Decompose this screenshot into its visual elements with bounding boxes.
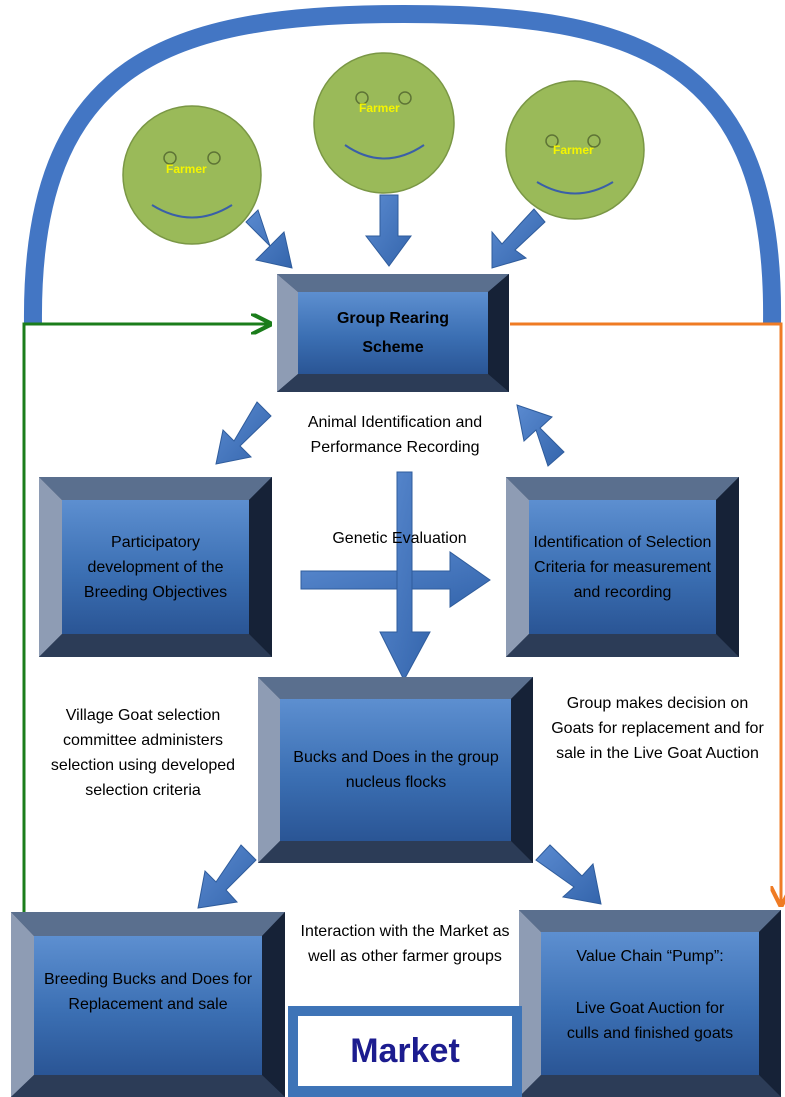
group-rearing-label: Group Rearing Scheme bbox=[336, 310, 449, 356]
enclosing-arc bbox=[23, 4, 782, 325]
box-identification bbox=[506, 477, 739, 657]
value-chain-body: Live Goat Auction for culls and finished… bbox=[566, 1000, 734, 1042]
box-group-rearing bbox=[277, 274, 509, 392]
arrow-down-vertical-icon bbox=[379, 471, 431, 682]
box-participatory bbox=[39, 477, 272, 657]
animal-identification-label: Animal Identification and Performance Re… bbox=[307, 414, 483, 456]
interaction-label: Interaction with the Market as well as o… bbox=[300, 923, 510, 965]
green-feedback-line bbox=[22, 324, 270, 912]
farmer-label-right: Farmer bbox=[553, 143, 594, 157]
farmer-face-middle-icon bbox=[313, 52, 455, 194]
box-value-chain bbox=[519, 910, 781, 1097]
farmer-label-left: Farmer bbox=[166, 162, 207, 176]
value-chain-title: Value Chain “Pump”: bbox=[576, 948, 724, 965]
breeding-bucks-label: Breeding Bucks and Does for Replacement … bbox=[43, 971, 253, 1013]
farmer-label-middle: Farmer bbox=[359, 101, 400, 115]
genetic-evaluation-label: Genetic Evaluation bbox=[332, 530, 467, 547]
nucleus-label: Bucks and Does in the group nucleus floc… bbox=[293, 749, 499, 791]
arrow-farmer-right-icon bbox=[491, 208, 546, 269]
arrow-farmer-left-icon bbox=[245, 209, 293, 269]
farmer-face-right-icon bbox=[505, 80, 645, 220]
identification-label: Identification of Selection Criteria for… bbox=[533, 533, 712, 601]
arrow-lower-left-icon bbox=[197, 844, 257, 909]
arrow-lower-right-icon bbox=[535, 844, 602, 905]
arrow-right-horizontal-icon bbox=[300, 551, 491, 608]
participatory-label: Participatory development of the Breedin… bbox=[83, 533, 228, 601]
arrow-up-right-icon bbox=[516, 404, 565, 467]
arrow-down-left-icon bbox=[215, 401, 272, 465]
orange-feedback-line bbox=[510, 322, 781, 905]
village-committee-label: Village Goat selection committee adminis… bbox=[50, 707, 236, 799]
market-label: Market bbox=[298, 1016, 512, 1086]
box-breeding-bucks bbox=[11, 912, 285, 1097]
arrow-farmer-middle-icon bbox=[364, 194, 412, 267]
farmer-face-left-icon bbox=[122, 105, 262, 245]
box-nucleus bbox=[258, 677, 533, 863]
group-decision-label: Group makes decision on Goats for replac… bbox=[551, 695, 764, 762]
